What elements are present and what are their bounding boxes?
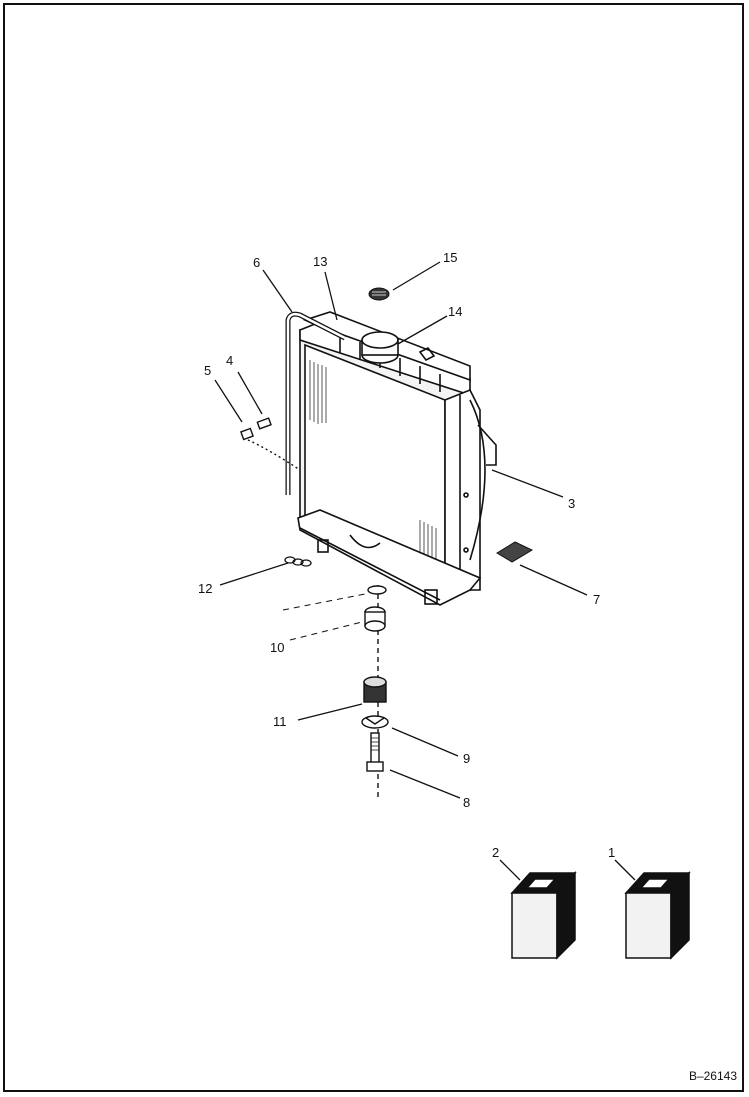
callout-6: 6 [253,255,260,270]
callout-labels: 1 2 3 4 5 6 7 8 9 10 11 12 13 14 15 [198,250,615,860]
callout-14: 14 [448,304,462,319]
part-2-can [510,871,577,960]
radiator-assembly [285,311,497,606]
callout-9: 9 [463,751,470,766]
callout-1: 1 [608,845,615,860]
callout-13: 13 [313,254,327,269]
callout-3: 3 [568,496,575,511]
callout-10: 10 [270,640,284,655]
callout-5: 5 [204,363,211,378]
callout-7: 7 [593,592,600,607]
callout-11: 11 [273,714,287,729]
callout-8: 8 [463,795,470,810]
callout-2: 2 [492,845,499,860]
drain-cock-parts [240,417,301,471]
hose-clamp [284,556,312,567]
callout-15: 15 [443,250,457,265]
part-1-can [624,871,691,960]
callout-12: 12 [198,581,212,596]
page-frame [3,3,744,1092]
callout-4: 4 [226,353,233,368]
mount-stack [361,585,389,800]
radiator-cap-gasket [368,287,390,301]
leader-lines [214,261,636,881]
pad-part [496,541,534,563]
drawing-reference-code: B–26143 [688,1069,737,1083]
guide-lines [282,593,366,641]
